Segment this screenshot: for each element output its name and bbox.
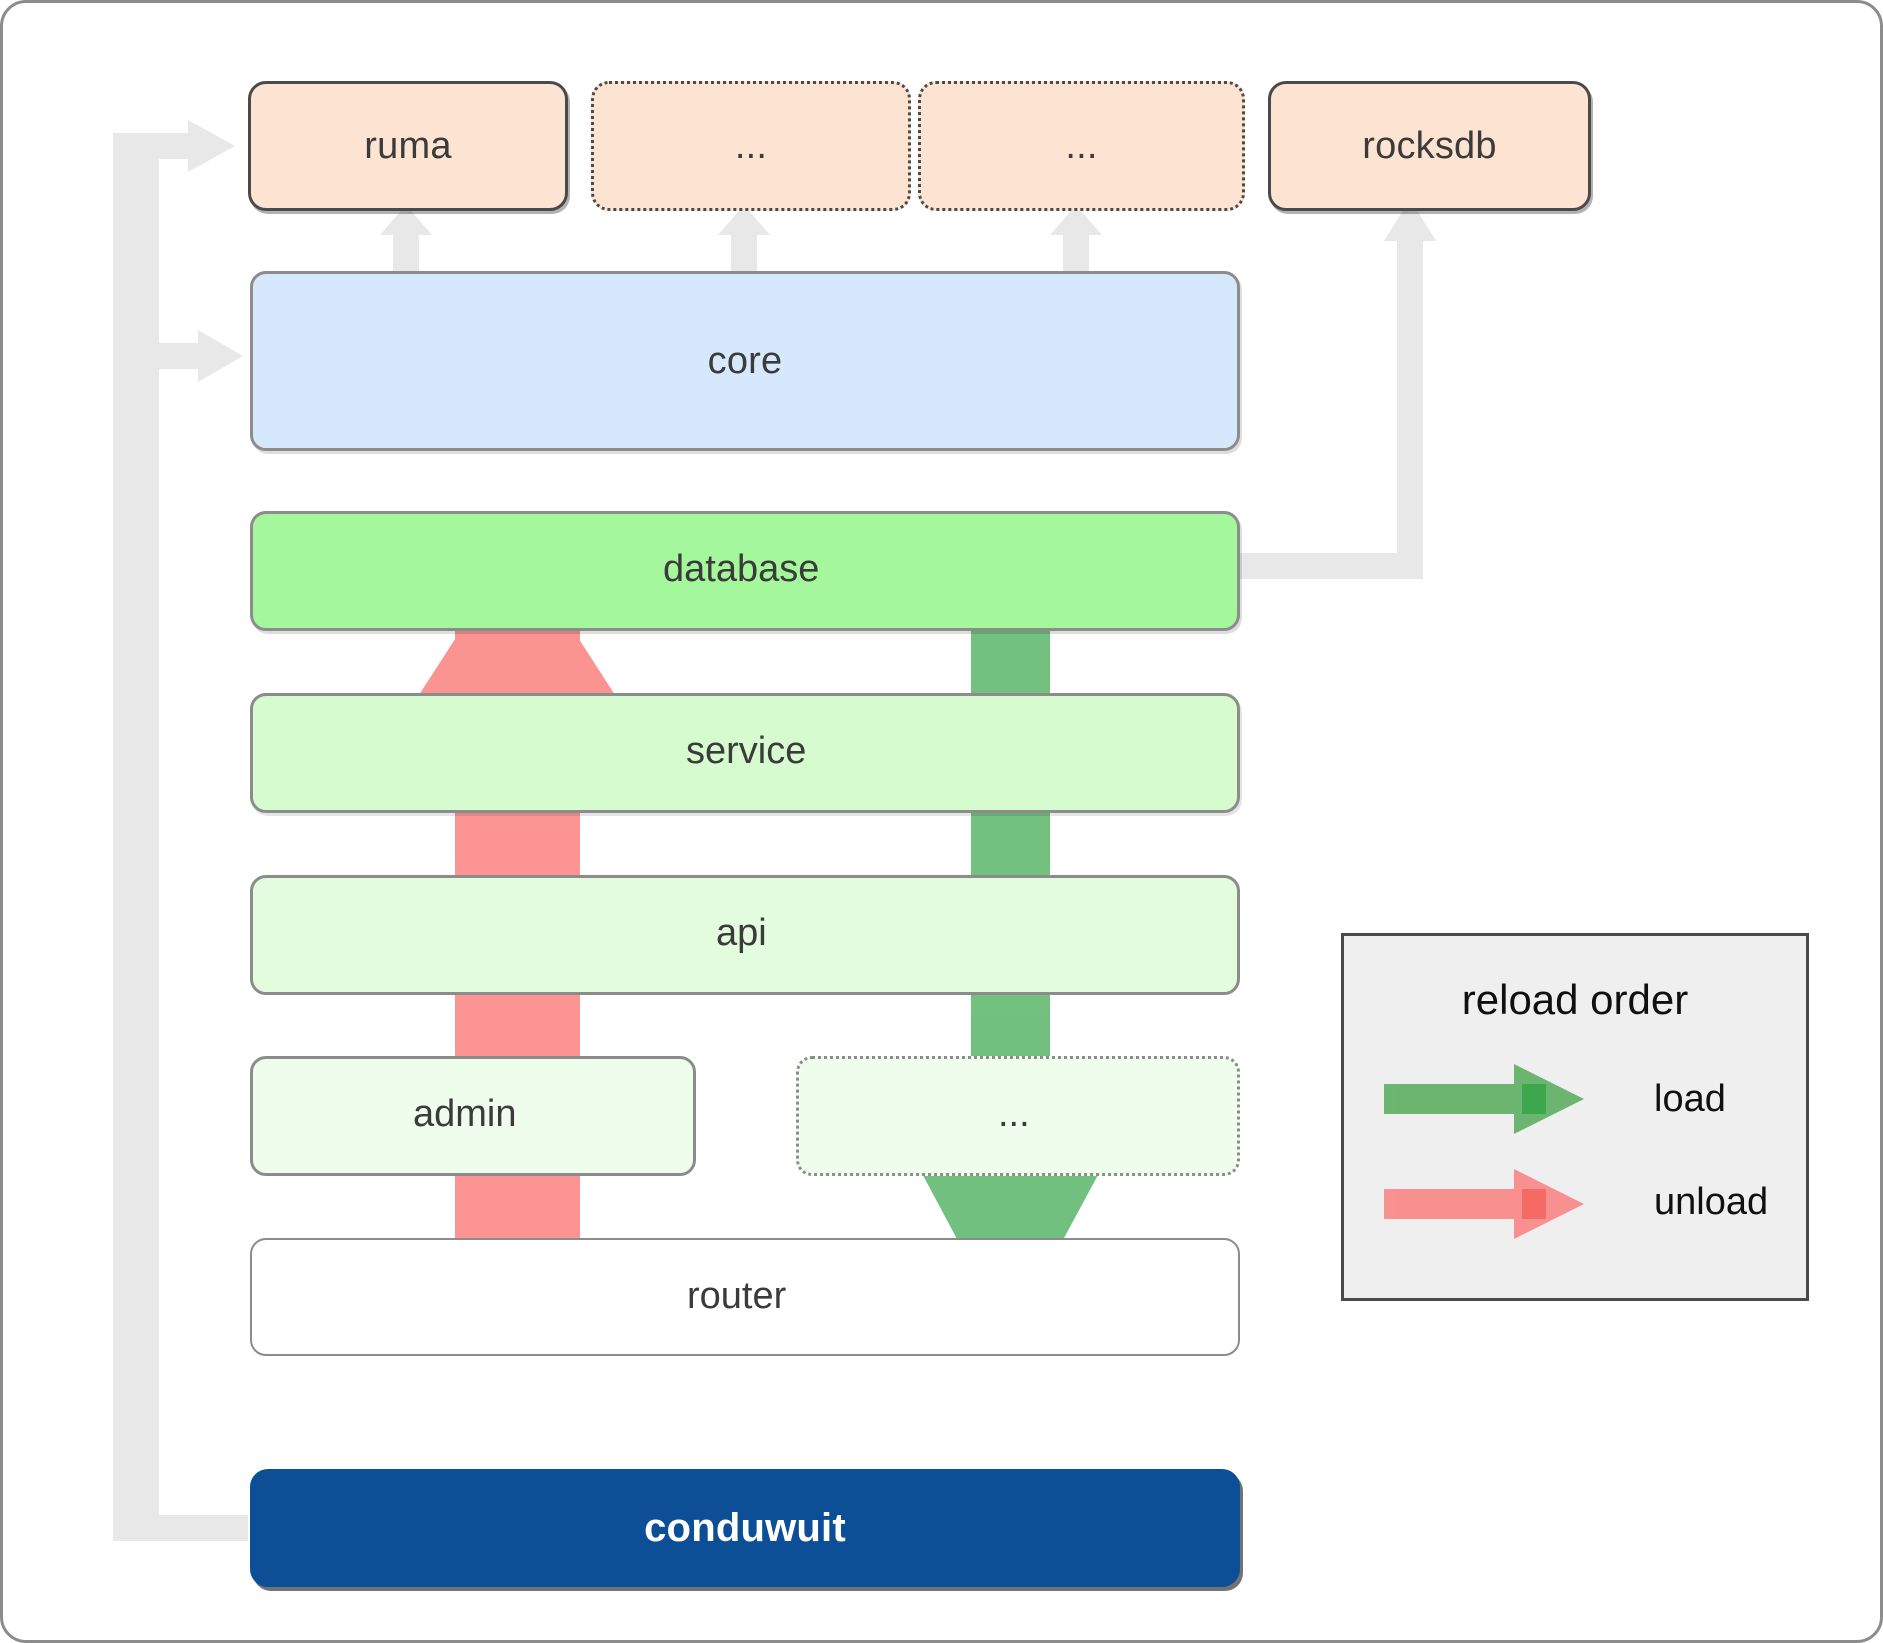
legend-unload-arrow	[1384, 1169, 1584, 1239]
arrow-database-to-rocksdb	[1228, 199, 1436, 579]
dependency-label: ...	[734, 124, 768, 167]
legend-label-unload: unload	[1654, 1181, 1769, 1223]
reload-order-arrows	[388, 543, 1118, 1338]
layer-node-more[interactable]	[796, 1056, 1240, 1176]
dependency-node-rocksdb[interactable]: rocksdb	[1268, 81, 1591, 211]
layer-node-core[interactable]: core	[250, 271, 1240, 451]
legend-load-arrow	[1384, 1064, 1584, 1134]
layer-label-router: router	[687, 1275, 787, 1317]
arrow-core-to-ruma	[380, 205, 432, 275]
legend-title: reload order	[1461, 976, 1689, 1023]
layer-label-api: api	[716, 912, 767, 954]
layer-node-router[interactable]	[250, 1238, 1240, 1356]
arrow-core-to-dep1	[718, 205, 770, 275]
layer-node-service[interactable]	[250, 693, 1240, 813]
dependency-node-ruma[interactable]: ruma	[248, 81, 568, 211]
connector-layer	[113, 120, 1436, 1541]
legend-arrows	[1384, 1064, 1584, 1239]
layer-node-database[interactable]	[250, 511, 1240, 631]
dependency-label: ruma	[364, 124, 452, 167]
layer-label-database: database	[663, 548, 820, 590]
dependency-label: rocksdb	[1362, 124, 1497, 167]
layer-label-admin: admin	[413, 1093, 517, 1135]
layer-node-api[interactable]	[250, 875, 1240, 995]
arrow-core-to-dep2	[1050, 205, 1102, 275]
layer-label: core	[707, 339, 783, 382]
layer-node-admin[interactable]	[250, 1056, 696, 1176]
dependency-label: ...	[1065, 124, 1098, 167]
layer-label-service: service	[686, 730, 807, 772]
application-label: conduwuit	[644, 1505, 846, 1550]
legend-box: reload order load unload	[1341, 933, 1809, 1301]
dependency-node-more-1[interactable]: ...	[591, 81, 911, 211]
dependency-node-more-2[interactable]: ...	[918, 81, 1245, 211]
layer-label-more: ...	[998, 1093, 1030, 1135]
application-node-conduwuit[interactable]: conduwuit	[250, 1469, 1240, 1587]
legend-label-load: load	[1654, 1078, 1726, 1120]
